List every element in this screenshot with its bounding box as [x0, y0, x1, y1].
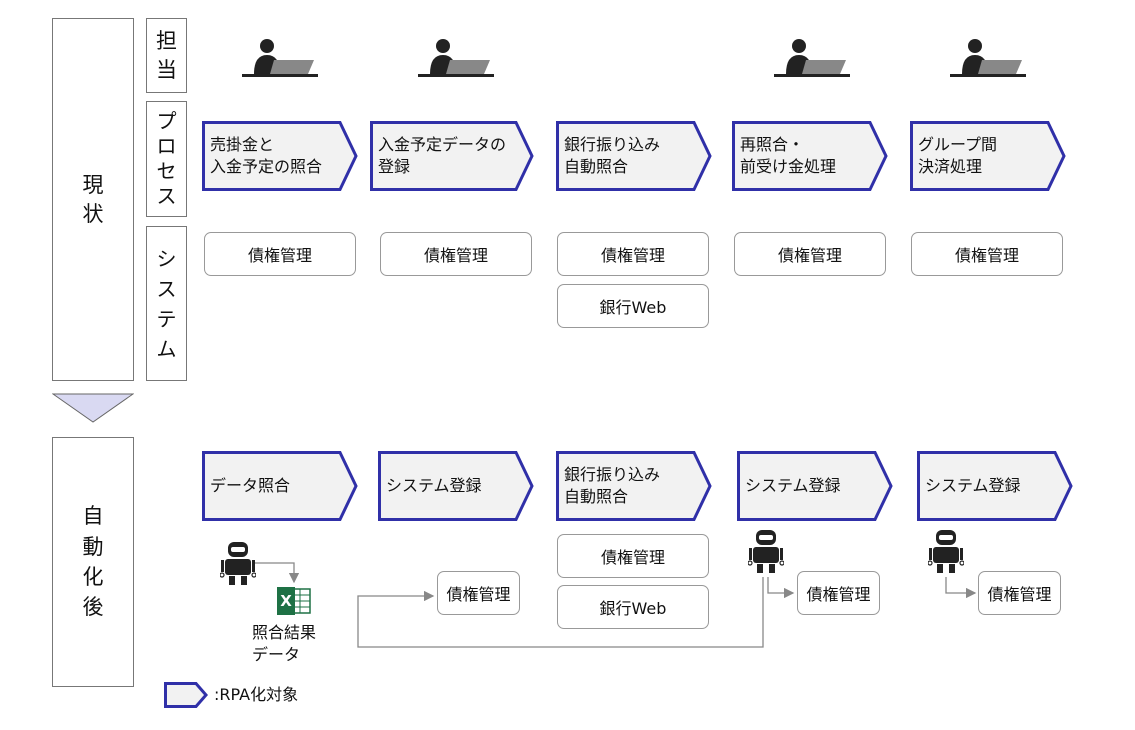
system-box: 債権管理	[797, 571, 880, 615]
process-chevron: システム登録	[378, 451, 534, 521]
legend-label: :RPA化対象	[214, 685, 299, 704]
system-box: 債権管理	[911, 232, 1063, 276]
process-label: システム登録	[745, 475, 841, 495]
process-label: 売掛金と 入金予定の照合	[210, 134, 323, 176]
person-at-laptop-icon	[772, 38, 852, 78]
person-at-laptop-icon	[416, 38, 496, 78]
system-box: 債権管理	[557, 232, 709, 276]
system-box: 債権管理	[734, 232, 886, 276]
process-chevron: システム登録	[737, 451, 893, 521]
current-state-label: 現 状	[52, 18, 134, 381]
row-label-process: プ ロ セ ス	[146, 101, 187, 217]
process-chevron: グループ間 決済処理	[910, 121, 1066, 191]
process-label: システム登録	[386, 475, 482, 495]
row-label-owner: 担 当	[146, 18, 187, 93]
process-chevron: 売掛金と 入金予定の照合	[202, 121, 358, 191]
process-chevron: システム登録	[917, 451, 1073, 521]
rpa-robot-icon	[748, 530, 784, 576]
person-at-laptop-icon	[948, 38, 1028, 78]
result-data-caption: 照合結果 データ	[252, 623, 317, 664]
after-automation-label: 自 動 化 後	[52, 437, 134, 687]
legend-chevron	[164, 682, 208, 708]
rpa-robot-icon	[220, 542, 256, 588]
system-box: 銀行Web	[557, 585, 709, 629]
excel-letter: X	[280, 592, 292, 610]
system-box: 債権管理	[204, 232, 356, 276]
process-label: 入金予定データの 登録	[378, 134, 507, 176]
process-chevron: 入金予定データの 登録	[370, 121, 534, 191]
system-box: 債権管理	[978, 571, 1061, 615]
process-label: 再照合・ 前受け金処理	[740, 134, 837, 176]
process-label: システム登録	[925, 475, 1021, 495]
process-chevron: 銀行振り込み 自動照合	[556, 451, 712, 521]
process-label: 銀行振り込み 自動照合	[564, 134, 661, 176]
process-label: 銀行振り込み 自動照合	[564, 464, 661, 506]
excel-file-icon: X	[276, 586, 312, 616]
system-box: 債権管理	[557, 534, 709, 578]
row-label-system: シ ス テ ム	[146, 226, 187, 381]
process-chevron: 再照合・ 前受け金処理	[732, 121, 888, 191]
process-chevron: 銀行振り込み 自動照合	[556, 121, 712, 191]
person-at-laptop-icon	[240, 38, 320, 78]
system-box: 銀行Web	[557, 284, 709, 328]
rpa-robot-icon	[928, 530, 964, 576]
system-box: 債権管理	[380, 232, 532, 276]
system-box: 債権管理	[437, 571, 520, 615]
process-label: グループ間 決済処理	[918, 134, 998, 176]
transition-arrow	[51, 393, 135, 427]
process-label: データ照合	[210, 475, 291, 495]
process-chevron: データ照合	[202, 451, 358, 521]
